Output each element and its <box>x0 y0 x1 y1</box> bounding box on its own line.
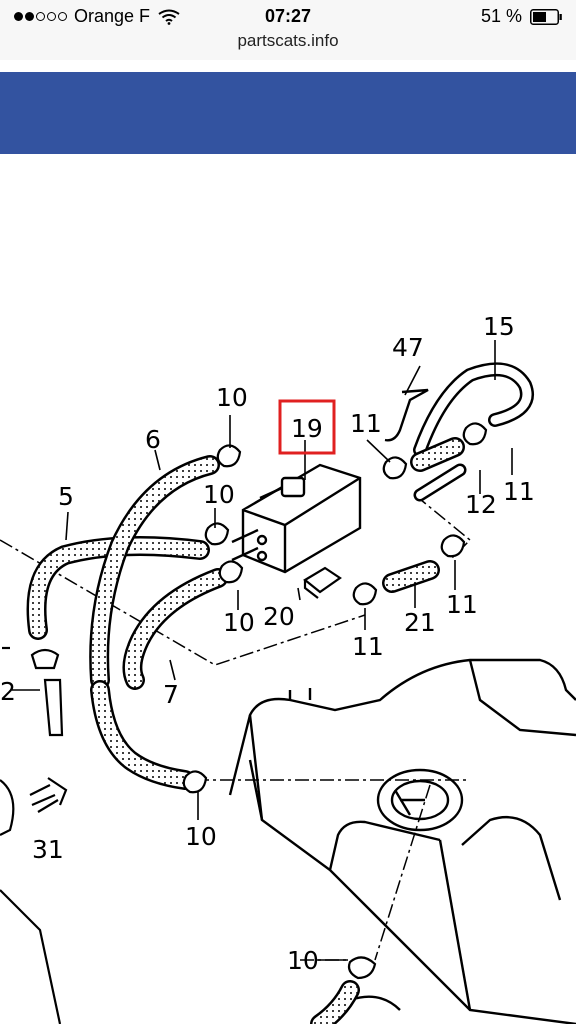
callout-11-b: 11 <box>503 477 535 506</box>
battery-icon <box>530 8 562 25</box>
callout-10-low: 10 <box>223 608 255 637</box>
callout-19: 19 <box>291 414 323 443</box>
clamp-10-bottom <box>347 956 377 980</box>
bolt-31 <box>29 777 68 813</box>
clock: 07:27 <box>264 6 312 26</box>
callout-21: 21 <box>404 608 436 637</box>
fuel-tank <box>228 658 576 1024</box>
callout-5: 5 <box>58 482 74 511</box>
callout-10-top: 10 <box>216 383 248 412</box>
callout-20: 20 <box>263 602 295 631</box>
bracket-47 <box>384 388 429 442</box>
callout-15: 15 <box>483 312 515 341</box>
signal-dot <box>25 12 34 21</box>
clamp-10-mid <box>204 522 230 546</box>
callout-11-d: 11 <box>352 632 384 661</box>
callout-6: 6 <box>145 425 161 454</box>
carrier-name: Orange F <box>74 6 151 26</box>
battery-percent: 51 % <box>480 6 522 26</box>
callout-11-c: 11 <box>446 590 478 619</box>
carbon-canister <box>231 463 362 574</box>
connector-2 <box>43 678 64 737</box>
callout-47: 47 <box>392 333 424 362</box>
callout-31: 31 <box>32 835 64 864</box>
status-bar: Orange F 07:27 51 % partscats.info <box>0 0 576 60</box>
signal-dot <box>47 12 56 21</box>
wifi-icon <box>158 9 180 25</box>
callout-12: 12 <box>465 490 497 519</box>
status-left: Orange F <box>14 6 180 27</box>
valve-20 <box>303 566 342 599</box>
clamp-11-a <box>382 456 408 480</box>
callout-10-mid: 10 <box>203 480 235 509</box>
highlight-box-19 <box>278 399 336 455</box>
clamp-11-d <box>352 582 378 606</box>
callout-11-a: 11 <box>350 409 382 438</box>
clamp-10-low <box>218 560 244 584</box>
clamp-10-tank <box>182 770 208 794</box>
signal-dot <box>58 12 67 21</box>
signal-dot <box>36 12 45 21</box>
clamp-11-c <box>440 534 466 558</box>
callout-10-bottom: 10 <box>287 946 319 975</box>
status-right: 51 % <box>481 6 562 27</box>
address-bar[interactable]: partscats.info <box>237 31 339 50</box>
site-header-banner <box>0 72 576 154</box>
clamp-11-b <box>462 422 488 446</box>
callout-10-tank: 10 <box>185 822 217 851</box>
clamp-10-top <box>216 444 242 468</box>
callout-7: 7 <box>163 680 179 709</box>
parts-diagram: 15 47 19 10 6 11 10 5 12 11 10 20 11 21 … <box>0 312 576 1024</box>
signal-dot <box>14 12 23 21</box>
callout-2: 2 <box>0 677 16 706</box>
